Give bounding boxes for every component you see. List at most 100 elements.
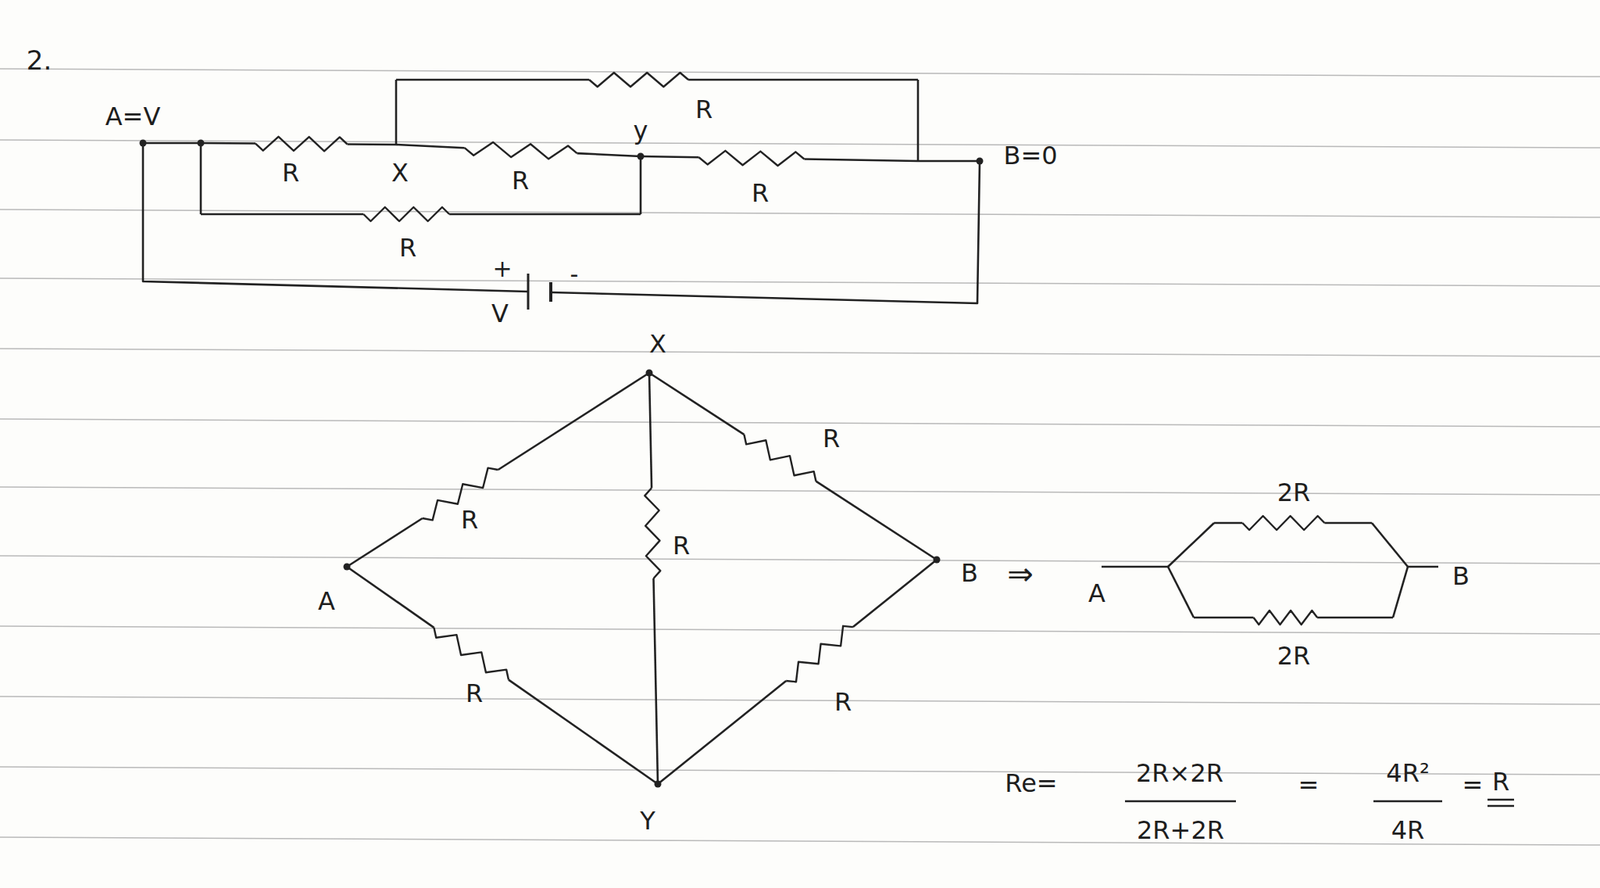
- junction-dot: [197, 139, 205, 147]
- wire: [649, 372, 652, 488]
- circuit-label: y: [633, 117, 649, 145]
- wire: [346, 566, 434, 628]
- resistor-symbol: [255, 136, 348, 151]
- circuit-label: R: [511, 167, 529, 195]
- junction-dot: [139, 139, 147, 147]
- circuit-label: R: [460, 506, 479, 534]
- junction-dot: [343, 563, 351, 571]
- ruled-lines: [0, 68, 1600, 845]
- resistor-symbol: [589, 72, 689, 87]
- circuit-label: B: [1452, 562, 1470, 590]
- circuit-label: 4R: [1391, 816, 1425, 844]
- resistor-symbol: [1242, 515, 1325, 530]
- resistor-symbol: [785, 625, 854, 682]
- wire: [200, 142, 203, 215]
- wire: [917, 79, 920, 161]
- fraction-bar: [1487, 804, 1515, 807]
- wire: [1193, 616, 1254, 619]
- circuit-label: B: [960, 559, 979, 587]
- resistor-symbol: [363, 207, 450, 222]
- junction-dot: [637, 153, 645, 161]
- wire: [200, 213, 364, 216]
- circuit-label: 2R: [1277, 478, 1311, 507]
- ruled-line: [0, 625, 1600, 634]
- wire: [142, 142, 529, 292]
- ruled-line: [0, 209, 1600, 218]
- resistor-symbol: [743, 434, 816, 482]
- ruled-line: [0, 418, 1600, 427]
- wire: [396, 78, 590, 82]
- circuit-label: X: [649, 330, 667, 358]
- wire: [1167, 522, 1215, 567]
- circuit-label: X: [391, 159, 409, 187]
- junction-dot: [646, 369, 654, 377]
- circuit-drawing: [139, 72, 1515, 806]
- circuit-label: A: [317, 587, 336, 615]
- circuit-label: Y: [639, 807, 656, 835]
- wire: [508, 679, 658, 784]
- circuit-label: =: [1298, 771, 1320, 799]
- wire: [1324, 521, 1372, 525]
- wire: [396, 144, 465, 148]
- wire: [1317, 616, 1393, 619]
- fraction-bar: [1487, 798, 1515, 800]
- wire: [815, 481, 937, 560]
- fraction-bar: [1373, 800, 1443, 802]
- circuit-label: R: [834, 688, 852, 716]
- wire: [657, 680, 786, 784]
- circuit-label: B=0: [1003, 142, 1058, 170]
- circuit-label: A=V: [105, 103, 161, 131]
- fraction-bar: [1125, 800, 1236, 802]
- resistor-symbol: [422, 467, 499, 521]
- wire: [1392, 566, 1439, 618]
- circuit-label: 2R: [1277, 642, 1311, 670]
- circuit-label: Re=: [1004, 769, 1058, 797]
- wire: [200, 142, 256, 145]
- wire: [449, 213, 641, 216]
- circuit-label: 2R×2R: [1135, 759, 1224, 787]
- circuit-label: R: [465, 679, 483, 708]
- circuit-label: -: [570, 260, 579, 287]
- wire: [688, 78, 918, 82]
- ruled-line: [0, 696, 1600, 704]
- wire: [917, 160, 980, 163]
- circuit-label: R: [695, 96, 713, 124]
- wire: [142, 142, 201, 145]
- circuit-label: R: [282, 159, 300, 187]
- circuit-label: R: [399, 234, 417, 262]
- circuit-label: A: [1088, 579, 1106, 608]
- circuit-label: ⇒: [1007, 556, 1034, 591]
- circuit-label: R: [822, 425, 840, 453]
- wire: [395, 79, 398, 145]
- circuit-label: R: [672, 532, 690, 560]
- ruled-line: [0, 68, 1600, 77]
- wire: [640, 156, 700, 158]
- resistor-symbol: [433, 627, 509, 680]
- wire: [1371, 522, 1408, 567]
- ruled-line: [0, 555, 1600, 564]
- wire: [550, 160, 980, 304]
- circuit-label: R: [1492, 767, 1510, 796]
- resistor-symbol: [644, 487, 661, 579]
- wire: [577, 153, 641, 157]
- ruled-line: [0, 486, 1600, 495]
- circuit-label: +: [492, 255, 512, 282]
- ruled-line: [0, 139, 1600, 148]
- wire: [649, 372, 744, 435]
- battery-plate: [527, 273, 530, 310]
- junction-dot: [933, 556, 941, 564]
- resistor-symbol: [464, 142, 578, 159]
- ruled-line: [0, 836, 1600, 845]
- junction-dot: [976, 157, 984, 165]
- wire: [639, 156, 643, 215]
- resistor-symbol: [699, 150, 805, 166]
- circuit-label: 2R+2R: [1136, 816, 1225, 844]
- wire: [1101, 565, 1168, 568]
- wire: [498, 372, 650, 470]
- circuit-label: =: [1462, 771, 1484, 799]
- wire: [853, 559, 937, 627]
- resistor-symbol: [1253, 610, 1318, 625]
- junction-dot: [654, 780, 662, 788]
